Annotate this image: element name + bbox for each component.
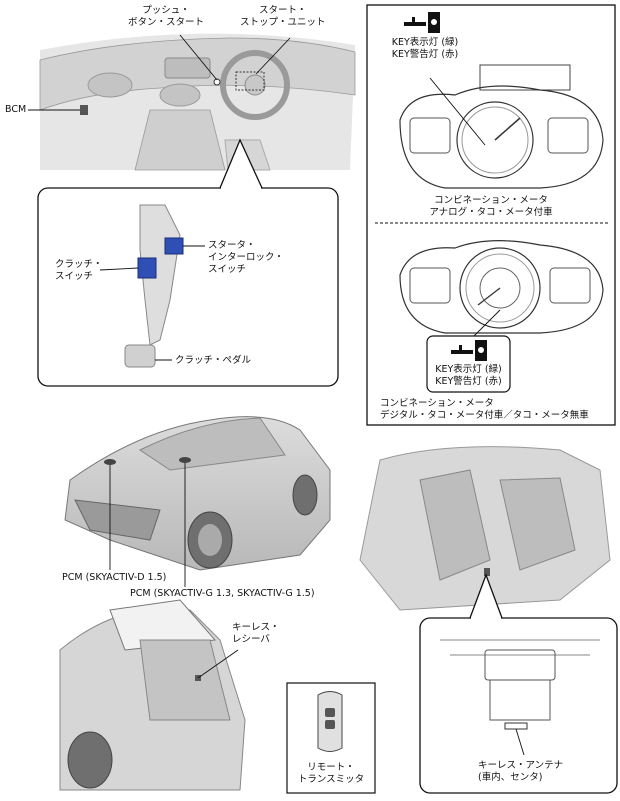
label-key-lamp-upper: KEY表示灯 (緑) KEY警告灯 (赤) xyxy=(391,37,459,60)
label-start-stop-unit: スタート・ ストップ・ユニット xyxy=(240,5,326,28)
label-starter-interlock-switch: スタータ・ インターロック・ スイッチ xyxy=(208,240,284,275)
center-console-illustration xyxy=(440,639,600,756)
remote-transmitter-illustration xyxy=(317,691,343,752)
car-exterior-illustration xyxy=(64,416,331,587)
digital-meter-illustration xyxy=(399,240,604,341)
label-meter-digital: コンビネーション・メータ デジタル・タコ・メータ付車／タコ・メータ無車 xyxy=(380,398,589,421)
label-meter-analog: コンビネーション・メータ アナログ・タコ・メータ付車 xyxy=(429,195,553,218)
label-bcm: BCM xyxy=(5,104,27,115)
key-icon-upper xyxy=(404,12,440,33)
label-push-button-start: プッシュ・ ボタン・スタート xyxy=(128,5,205,28)
label-clutch-pedal: クラッチ・ペダル xyxy=(175,355,252,366)
label-pcm-gasoline: PCM (SKYACTIV-G 1.3, SKYACTIV-G 1.5) xyxy=(130,588,315,599)
car-interior-illustration xyxy=(359,446,611,611)
car-rear-illustration xyxy=(59,599,246,791)
label-pcm-diesel: PCM (SKYACTIV-D 1.5) xyxy=(62,572,167,583)
label-remote-transmitter: リモート・ トランスミッタ xyxy=(297,762,365,785)
label-keyless-antenna: キーレス・アンテナ (車内、センタ) xyxy=(478,760,564,783)
label-clutch-switch: クラッチ・ スイッチ xyxy=(55,259,103,282)
label-keyless-receiver: キーレス・ レシーバ xyxy=(232,622,280,645)
key-icon-lower xyxy=(451,340,487,361)
clutch-pedal-illustration xyxy=(99,204,205,368)
dashboard-illustration xyxy=(28,33,356,171)
label-key-lamp-lower: KEY表示灯 (緑) KEY警告灯 (赤) xyxy=(435,364,502,387)
analog-meter-illustration xyxy=(399,64,604,189)
